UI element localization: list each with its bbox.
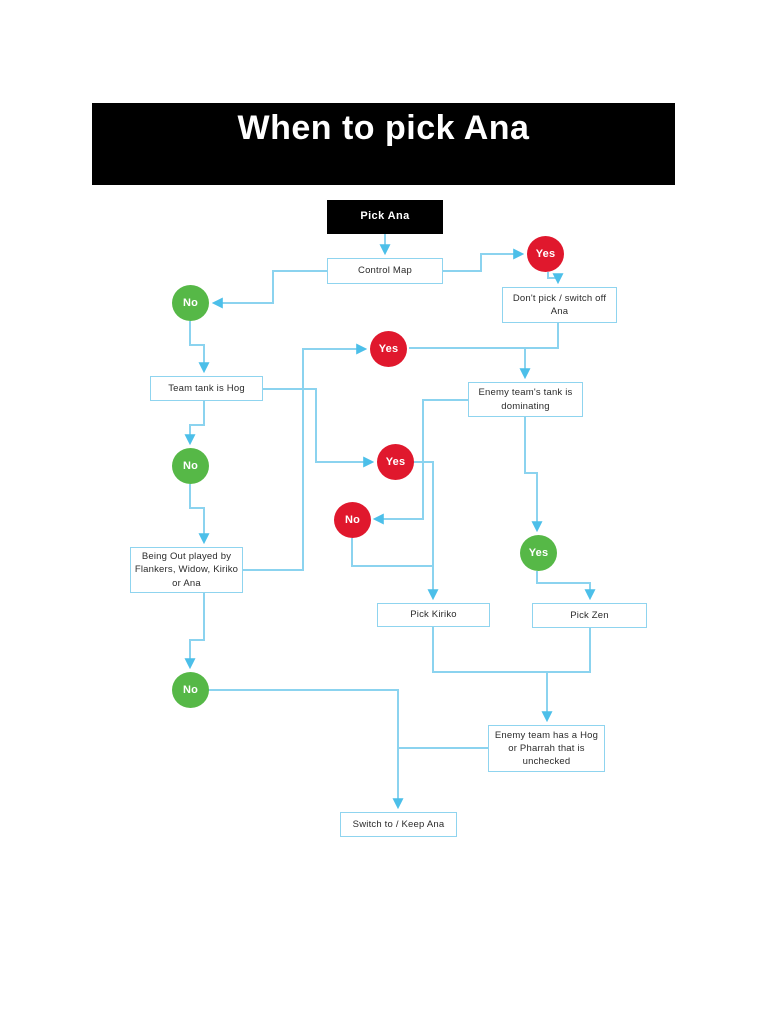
start-node-pick-ana: Pick Ana — [327, 200, 443, 234]
decision-no-after-team-tank: No — [172, 448, 209, 484]
node-pick-kiriko: Pick Kiriko — [377, 603, 490, 627]
node-enemy-tank-dominating: Enemy team's tank is dominating — [468, 382, 583, 417]
node-dont-pick-switch-off-ana: Don't pick / switch off Ana — [502, 287, 617, 323]
page-title: When to pick Ana — [237, 109, 530, 147]
node-enemy-hog-pharrah-unchecked: Enemy team has a Hog or Pharrah that is … — [488, 725, 605, 772]
node-control-map: Control Map — [327, 258, 443, 284]
node-team-tank-is-hog: Team tank is Hog — [150, 376, 263, 401]
decision-no-after-control-map: No — [172, 285, 209, 321]
decision-yes-from-outplayed: Yes — [370, 331, 407, 367]
decision-no-after-outplayed: No — [172, 672, 209, 708]
decision-yes-after-team-tank: Yes — [377, 444, 414, 480]
node-being-outplayed: Being Out played by Flankers, Widow, Kir… — [130, 547, 243, 593]
node-pick-zen: Pick Zen — [532, 603, 647, 628]
decision-yes-after-control-map: Yes — [527, 236, 564, 272]
node-switch-to-keep-ana: Switch to / Keep Ana — [340, 812, 457, 837]
decision-no-after-enemy-tank: No — [334, 502, 371, 538]
title-banner: When to pick Ana — [92, 103, 675, 185]
decision-yes-after-enemy-tank: Yes — [520, 535, 557, 571]
